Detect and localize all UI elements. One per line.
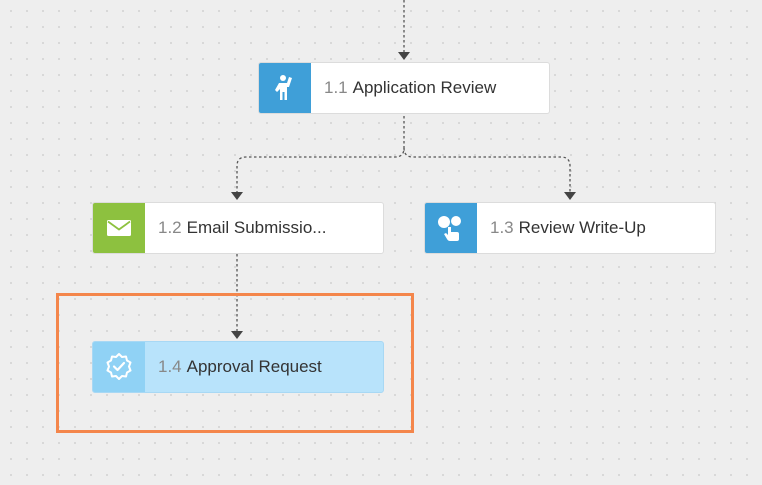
node-label: 1.2 Email Submissio... [158,218,326,238]
node-title: Review Write-Up [518,218,646,237]
connector-1-1-split [236,116,405,192]
node-number: 1.4 [158,357,182,376]
envelope-icon [107,220,131,236]
node-label: 1.4 Approval Request [158,357,322,377]
badge-check-icon [106,353,132,380]
arrowhead-to-1-3 [564,192,576,200]
node-icon-box [93,203,145,253]
node-icon-box [425,203,477,253]
node-title: Application Review [352,78,497,97]
node-label: 1.3 Review Write-Up [490,218,646,238]
node-icon-box [259,63,311,113]
node-label: 1.1 Application Review [324,78,496,98]
workflow-node-approval-request[interactable]: 1.4 Approval Request [92,341,384,393]
workflow-node-email-submission[interactable]: 1.2 Email Submissio... [92,202,384,254]
person-raising-hand-icon [275,75,292,100]
node-number: 1.3 [490,218,514,237]
selection-highlight [56,293,414,433]
arrowhead-to-1-1 [398,52,410,60]
workflow-node-review-write-up[interactable]: 1.3 Review Write-Up [424,202,716,254]
arrowhead-to-1-2 [231,192,243,200]
workflow-node-application-review[interactable]: 1.1 Application Review [258,62,550,114]
connector-1-1-to-1-3 [403,147,571,192]
node-title: Email Submissio... [186,218,327,237]
arrowhead-to-1-4 [231,331,243,339]
node-number: 1.2 [158,218,182,237]
node-title: Approval Request [186,357,322,376]
node-icon-box [93,342,145,392]
hand-with-bubbles-icon [438,216,461,241]
node-number: 1.1 [324,78,348,97]
